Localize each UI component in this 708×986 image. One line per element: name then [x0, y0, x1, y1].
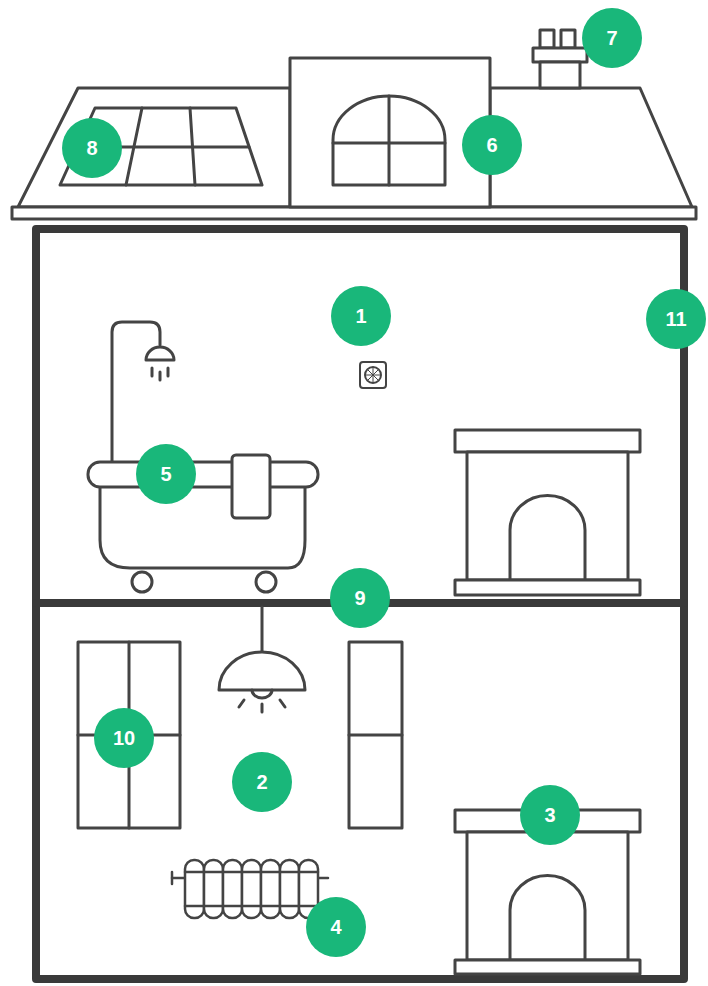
- callout-number: 2: [256, 772, 267, 792]
- window: [78, 642, 402, 828]
- solar-panel: [60, 108, 262, 185]
- callout-badge: 6: [462, 115, 522, 175]
- ceiling-lamp: [219, 607, 305, 712]
- callout-badge: 9: [330, 568, 390, 628]
- callout-number: 10: [113, 728, 135, 748]
- callout-number: 11: [665, 309, 686, 329]
- callout-number: 3: [544, 805, 555, 825]
- callout-number: 4: [330, 917, 341, 937]
- callout-number: 9: [354, 588, 365, 608]
- radiator: [172, 860, 328, 918]
- bathtub: [88, 455, 318, 592]
- callout-badge: 10: [94, 708, 154, 768]
- callout-badge: 1: [331, 286, 391, 346]
- callout-badge: 11: [646, 289, 706, 349]
- dormer: [290, 58, 490, 207]
- chimney: [533, 30, 587, 88]
- shower: [112, 322, 174, 462]
- callout-badge: 8: [62, 118, 122, 178]
- walls: [36, 229, 684, 979]
- ventilation-fan: [360, 362, 386, 388]
- callout-badge: 5: [136, 444, 196, 504]
- callout-badge: 3: [520, 785, 580, 845]
- callout-number: 1: [355, 306, 366, 326]
- callout-badge: 2: [232, 752, 292, 812]
- fireplace: [455, 430, 640, 595]
- callout-number: 8: [86, 138, 97, 158]
- callout-number: 5: [160, 464, 171, 484]
- callout-number: 7: [606, 28, 617, 48]
- callout-number: 6: [486, 135, 497, 155]
- callout-badge: 7: [582, 8, 642, 68]
- callout-badge: 4: [306, 897, 366, 957]
